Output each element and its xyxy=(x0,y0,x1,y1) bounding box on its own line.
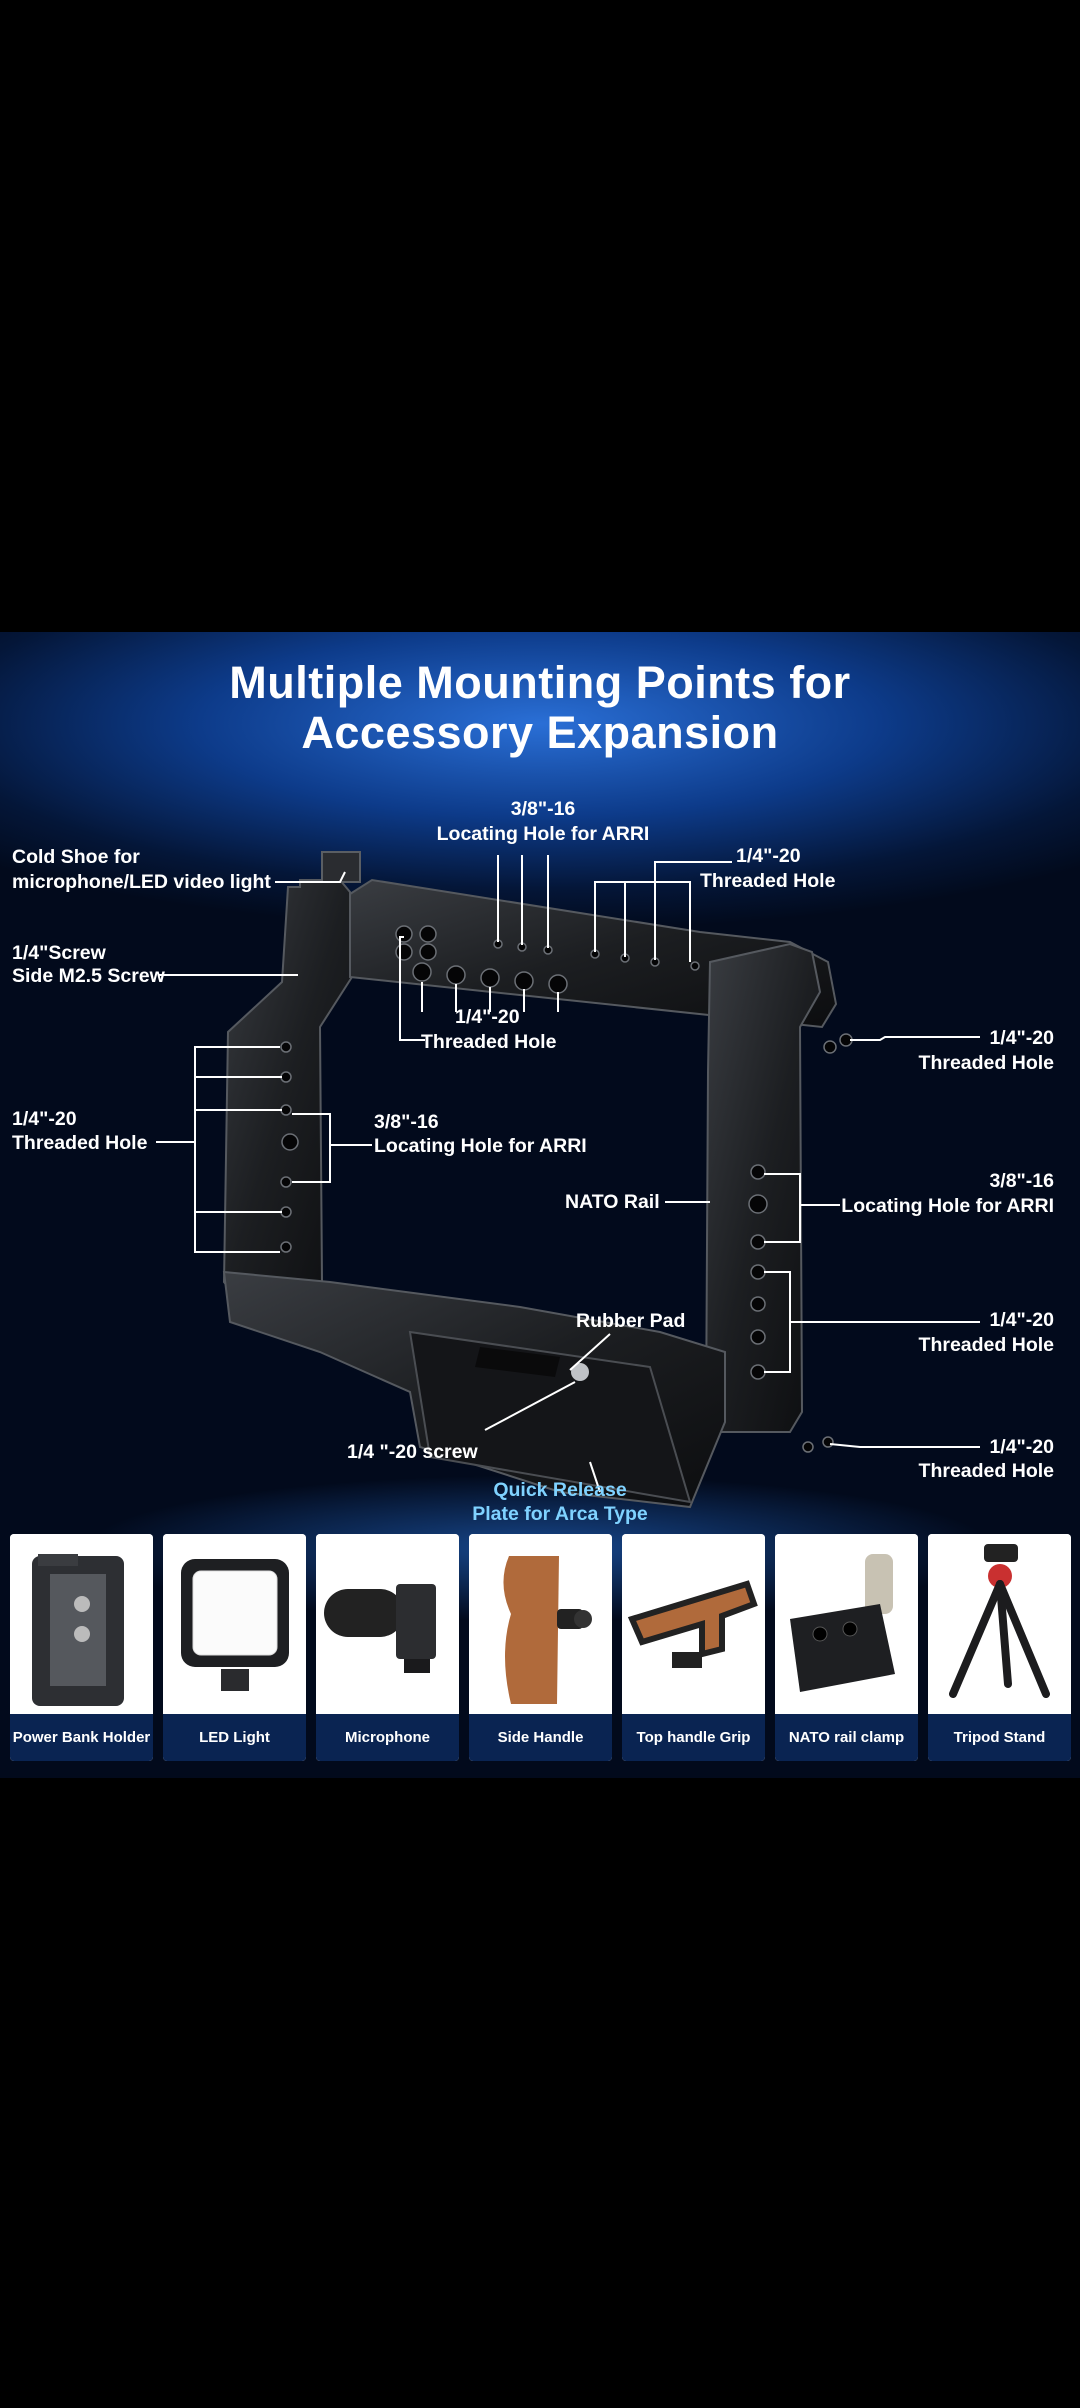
label-arri-right-line-1: 3/8"-16 xyxy=(989,1170,1054,1192)
accessory-card-side-handle[interactable]: Side Handle xyxy=(469,1534,612,1761)
label-cold-shoe-line-1: Cold Shoe for xyxy=(12,846,140,868)
microphone-icon xyxy=(316,1534,459,1712)
tripod-icon xyxy=(928,1534,1071,1712)
cage-frame xyxy=(222,851,853,1509)
label-rubber-pad: Rubber Pad xyxy=(576,1310,686,1332)
label-arri-top-line-1: 3/8"-16 xyxy=(510,798,576,820)
accessory-card-power-bank-holder[interactable]: Power Bank Holder xyxy=(10,1534,153,1761)
led-light-icon xyxy=(163,1534,306,1712)
banner-title-line-1: Multiple Mounting Points for xyxy=(229,657,851,708)
side-handle-icon xyxy=(469,1534,612,1712)
label-arri-left-line-2: Locating Hole for ARRI xyxy=(374,1135,587,1157)
top-handle-icon xyxy=(622,1534,765,1712)
label-arri-top-line-2: Locating Hole for ARRI xyxy=(436,823,650,845)
accessory-caption: Tripod Stand xyxy=(928,1714,1071,1761)
label-thread-right-line-1: 1/4"-20 xyxy=(989,1027,1054,1049)
accessory-card-led-light[interactable]: LED Light xyxy=(163,1534,306,1761)
accessory-caption: Top handle Grip xyxy=(622,1714,765,1761)
product-banner: Multiple Mounting Points for Accessory E… xyxy=(0,632,1080,1778)
accessory-caption: Power Bank Holder xyxy=(10,1714,153,1761)
banner-title-line-2: Accessory Expansion xyxy=(301,707,779,758)
accessory-card-nato-rail-clamp[interactable]: NATO rail clamp xyxy=(775,1534,918,1761)
accessory-caption: NATO rail clamp xyxy=(775,1714,918,1761)
label-screw-bottom: 1/4 "-20 screw xyxy=(347,1441,478,1463)
label-thread-bottom-right-line-1: 1/4"-20 xyxy=(989,1436,1054,1458)
accessory-caption: Microphone xyxy=(316,1714,459,1761)
label-thread-right2-line-1: 1/4"-20 xyxy=(989,1309,1054,1331)
accessory-caption: Side Handle xyxy=(469,1714,612,1761)
accessory-card-microphone[interactable]: Microphone xyxy=(316,1534,459,1761)
label-thread-top-right-line-1: 1/4"-20 xyxy=(736,845,801,867)
label-nato-rail: NATO Rail xyxy=(565,1191,660,1213)
label-thread-left-line-2: Threaded Hole xyxy=(12,1132,148,1154)
label-screw-line-1: 1/4"Screw xyxy=(12,942,106,964)
label-quick-release-line-1: Quick Release xyxy=(493,1479,627,1501)
accessory-card-top-handle-grip[interactable]: Top handle Grip xyxy=(622,1534,765,1761)
nato-clamp-icon xyxy=(775,1534,918,1712)
label-quick-release-line-2: Plate for Arca Type xyxy=(472,1503,648,1525)
label-thread-bottom-right-line-2: Threaded Hole xyxy=(918,1460,1054,1482)
label-thread-left-line-1: 1/4"-20 xyxy=(12,1108,77,1130)
accessory-card-tripod-stand[interactable]: Tripod Stand xyxy=(928,1534,1071,1761)
callout-leader-lines xyxy=(156,855,980,1493)
label-screw-line-2: Side M2.5 Screw xyxy=(12,965,165,987)
label-thread-top-mid-line-2: Threaded Hole xyxy=(421,1031,557,1053)
camera-cage-illustration xyxy=(156,851,980,1509)
label-arri-left-line-1: 3/8"-16 xyxy=(374,1111,439,1133)
label-arri-right-line-2: Locating Hole for ARRI xyxy=(841,1195,1054,1217)
label-thread-right2-line-2: Threaded Hole xyxy=(918,1334,1054,1356)
label-thread-top-right-line-2: Threaded Hole xyxy=(700,870,836,892)
accessory-caption: LED Light xyxy=(163,1714,306,1761)
label-thread-top-mid-line-1: 1/4"-20 xyxy=(455,1006,520,1028)
label-cold-shoe-line-2: microphone/LED video light xyxy=(12,871,271,893)
label-thread-right-line-2: Threaded Hole xyxy=(918,1052,1054,1074)
power-bank-holder-icon xyxy=(10,1534,153,1712)
